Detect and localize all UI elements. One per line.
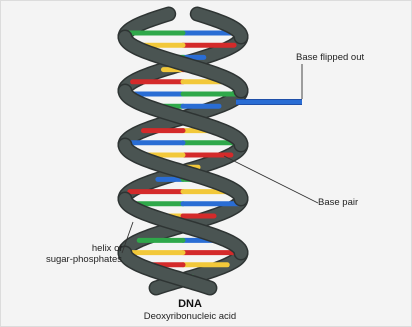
label-helix-line-1: helix of [26, 243, 122, 254]
label-helix-line-2: sugar-phosphates [26, 254, 122, 265]
label-base-pair: Base pair [318, 197, 358, 208]
label-base-flipped-out: Base flipped out [296, 52, 364, 63]
diagram-title: DNA [0, 298, 380, 310]
diagram-subtitle: Deoxyribonucleic acid [0, 311, 380, 322]
label-helix-sugar-phosphates: helix of sugar-phosphates [26, 243, 122, 265]
